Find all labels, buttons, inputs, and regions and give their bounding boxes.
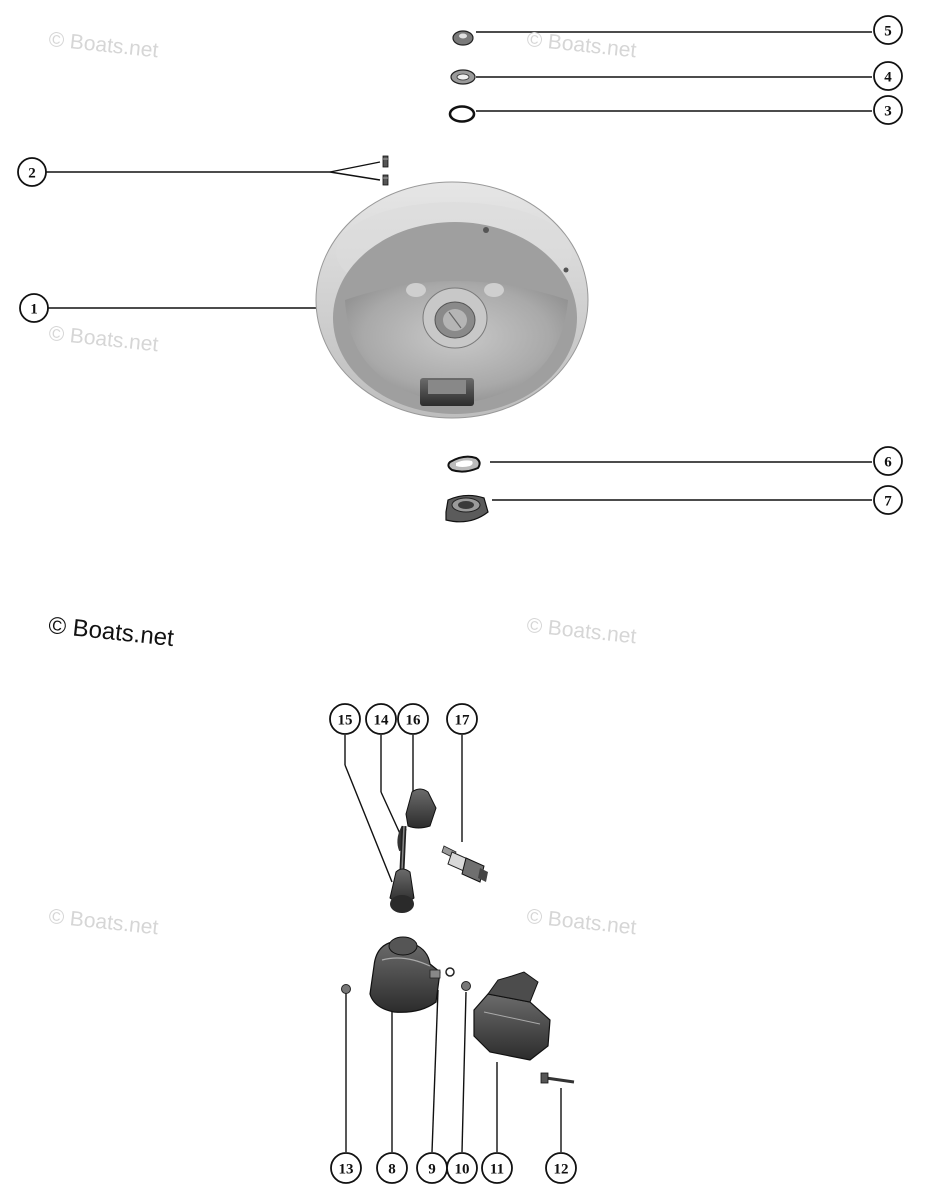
callout-17-label: 17 [455, 713, 471, 729]
washer-icon [450, 69, 476, 85]
callout-4: 4 [873, 61, 903, 91]
leader-line-9 [431, 989, 439, 1153]
nut-icon [452, 30, 474, 46]
leader-line-14b [380, 791, 403, 839]
callout-8-label: 8 [388, 1162, 396, 1178]
callout-4-label: 4 [884, 70, 892, 86]
callout-9: 9 [416, 1152, 448, 1184]
hub-nut-icon [445, 494, 489, 523]
callout-1-label: 1 [30, 302, 38, 318]
callout-1: 1 [19, 293, 49, 323]
nut-icon [461, 981, 471, 991]
callout-3-label: 3 [884, 104, 892, 120]
leader-line-2a [329, 161, 381, 173]
callout-10: 10 [446, 1152, 478, 1184]
callout-14-label: 14 [374, 713, 390, 729]
key-icon [382, 155, 389, 186]
callout-8: 8 [376, 1152, 408, 1184]
leader-line-15b [344, 764, 393, 883]
flywheel-icon [315, 181, 589, 419]
leader-line-10 [461, 991, 467, 1153]
nut-icon [341, 984, 351, 994]
callout-7: 7 [873, 485, 903, 515]
callout-6-label: 6 [884, 455, 892, 471]
callout-16-label: 16 [406, 713, 422, 729]
callout-16: 16 [397, 703, 429, 735]
callout-2: 2 [17, 157, 47, 187]
callout-12: 12 [545, 1152, 577, 1184]
callout-10-label: 10 [455, 1162, 470, 1178]
screw-icon [540, 1072, 575, 1084]
callout-13: 13 [330, 1152, 362, 1184]
callout-15-label: 15 [338, 713, 353, 729]
leader-line-2b [329, 171, 381, 181]
spark-plug-wire-icon [389, 788, 437, 913]
plate-washer-icon [447, 455, 481, 473]
callout-11-label: 11 [490, 1162, 504, 1178]
callout-13-label: 13 [339, 1162, 354, 1178]
callout-7-label: 7 [884, 494, 892, 510]
callout-5: 5 [873, 15, 903, 45]
o-ring-icon [448, 105, 476, 123]
callout-9-label: 9 [428, 1162, 436, 1178]
callout-5-label: 5 [884, 24, 892, 40]
callout-6: 6 [873, 446, 903, 476]
callouts: 5 4 3 2 1 6 7 15 14 16 17 13 8 9 10 11 1… [17, 15, 903, 1184]
coil-cover-icon [473, 971, 551, 1061]
callout-12-label: 12 [554, 1162, 569, 1178]
spark-plug-icon [441, 845, 488, 883]
callout-2-label: 2 [28, 166, 36, 182]
callout-11: 11 [481, 1152, 513, 1184]
callout-15: 15 [329, 703, 361, 735]
callout-14: 14 [365, 703, 397, 735]
washer-icon [445, 967, 455, 977]
callout-3: 3 [873, 95, 903, 125]
callout-17: 17 [446, 703, 478, 735]
ignition-coil-icon [369, 936, 441, 1013]
